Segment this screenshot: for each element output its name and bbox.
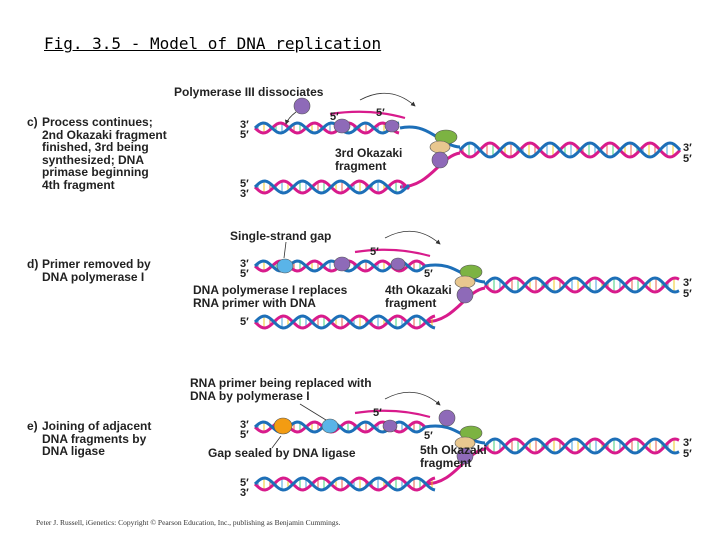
polymerase-i-d [276,258,294,274]
polymerase-iii-c2 [384,119,400,133]
end-5prime: 5′ [240,268,249,280]
end-5prime: 5′ [683,288,692,300]
panel-e-parental-helix-strand-blue [483,437,680,455]
ligase-pointer [271,435,282,449]
panel-d-leading-helix-strand-blue [253,314,436,330]
end-3prime: 3′ [240,188,249,200]
end-5prime: 5′ [683,153,692,165]
panel-d-replace-label: DNA polymerase I replaces RNA primer wit… [193,283,348,310]
polymerase-iii-e2 [438,409,456,427]
panel-e-fork-top [424,424,486,445]
end-3prime: 3′ [240,119,249,131]
panel-c-polymerase-leading [431,151,449,169]
polymerase-iii-d [333,256,351,272]
panel-d-primase [454,275,476,289]
panel-e-top-callout: RNA primer being replaced with DNA by po… [190,376,372,403]
replace-pointer [299,403,327,421]
panel-c-primase [429,140,451,154]
panel-c-movement-arrow [359,92,416,107]
panel-e-polymerase-leading [456,447,474,465]
panel-e-gap-label: Gap sealed by DNA ligase [208,446,356,460]
panel-d-step: d) [27,257,39,271]
end-3prime: 3′ [240,487,249,499]
end-3prime: 3′ [683,437,692,449]
panel-e-step: e) [27,419,38,433]
panel-d-movement-arrow [384,230,441,245]
okazaki-5prime: 5′ [424,268,433,280]
panel-d-parental-helix-strand-pink [483,276,680,294]
panel-d-fork-top [424,263,486,284]
panel-e-movement-arrow [384,391,441,406]
okazaki-5prime: 5′ [373,407,382,419]
end-3prime: 3′ [683,277,692,289]
okazaki-5prime: 5′ [376,107,385,119]
end-3prime: 3′ [683,142,692,154]
panel-c-leading-helix-strand-blue [253,179,411,195]
panel-e-parental-helix-strand-pink [483,437,680,455]
panel-e-fragment-label: 5th Okazaki fragment [420,443,487,470]
panel-c-fork-bottom [399,151,461,189]
polymerase-iii-e [382,419,398,433]
panel-c-parental-helix-strand-blue [458,141,682,159]
dna-ligase [273,417,293,435]
panel-e-fork-bottom [424,447,486,486]
end-5prime: 5′ [240,316,249,328]
panel-d-parental-helix-strand-blue [483,276,680,294]
panel-c-fork-top [399,125,461,149]
polymerase-iii-d2 [390,257,406,271]
polymerase-iii-dissociated [293,97,311,115]
panel-d-description: Primer removed by DNA polymerase I [42,257,151,284]
panel-d-okazaki-strand [354,248,431,258]
panel-d-top-callout: Single-strand gap [230,229,332,243]
panel-e-leading-helix-strand-pink [253,476,436,492]
panel-d-fragment-label: 4th Okazaki fragment [385,283,452,310]
polymerase-i-e [321,418,339,434]
end-3prime: 3′ [240,419,249,431]
panel-c-description: Process continues; 2nd Okazaki fragment … [42,115,167,192]
copyright-footer: Peter J. Russell, iGenetics: Copyright ©… [36,518,341,527]
end-3prime: 3′ [240,258,249,270]
end-5prime: 5′ [240,429,249,441]
panel-e-okazaki-strand [354,409,431,419]
panel-c-step: c) [27,115,38,129]
okazaki-5prime: 5′ [330,111,339,123]
panel-c-lagging-helix-strand-blue [253,121,400,135]
end-5prime: 5′ [683,448,692,460]
gap-pointer [283,241,287,259]
okazaki-5prime: 5′ [370,246,379,258]
panel-c-okazaki-strand [329,110,406,120]
panel-e-description: Joining of adjacent DNA fragments by DNA… [42,419,152,458]
polymerase-iii-c [333,118,351,134]
panel-c-fragment-label: 3rd Okazaki fragment [335,146,403,173]
panel-e-leading-helix-strand-blue [253,476,436,492]
panel-c-parental-helix-strand-pink [458,141,682,159]
end-5prime: 5′ [240,178,249,190]
end-5prime: 5′ [240,477,249,489]
okazaki-5prime: 5′ [424,430,433,442]
panel-d-fork-bottom [424,286,486,324]
dissociate-arrow [284,111,297,125]
panel-c-top-callout: Polymerase III dissociates [174,85,324,99]
figure-title: Fig. 3.5 - Model of DNA replication [44,34,382,53]
end-5prime: 5′ [240,129,249,141]
panel-d-polymerase-leading [456,286,474,304]
panel-d-leading-helix-strand-pink [253,314,436,330]
